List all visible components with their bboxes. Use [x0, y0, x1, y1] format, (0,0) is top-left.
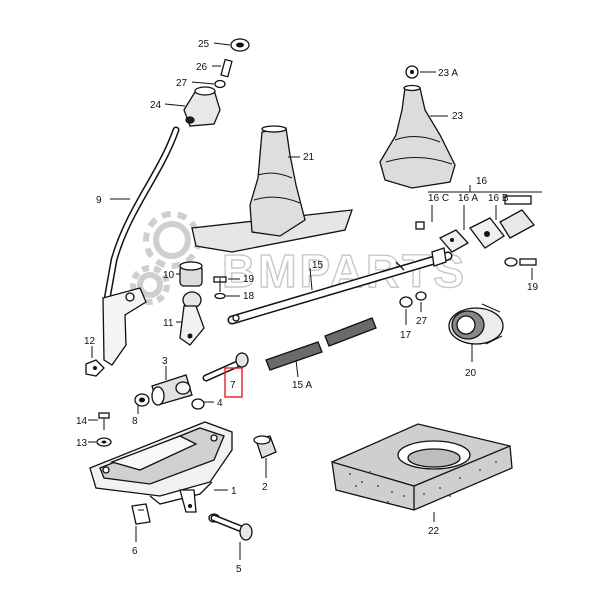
- gear-icon: [130, 211, 201, 305]
- part-27-washer-right[interactable]: [415, 291, 427, 301]
- part-16-coupling-group[interactable]: [415, 185, 542, 253]
- label-25: 25: [198, 39, 210, 50]
- part-10-bushing[interactable]: [179, 261, 203, 287]
- label-16c: 16 C: [428, 193, 449, 204]
- label-5: 5: [236, 564, 242, 575]
- label-18: 18: [243, 291, 255, 302]
- label-22: 22: [428, 526, 440, 537]
- part-2-plug[interactable]: [253, 435, 277, 459]
- label-16: 16: [476, 176, 488, 187]
- part-13-washer[interactable]: [96, 437, 112, 447]
- label-2: 2: [262, 482, 268, 493]
- label-13: 13: [76, 438, 88, 449]
- part-3-joint-block[interactable]: [151, 374, 193, 406]
- label-16b: 16 B: [488, 193, 509, 204]
- part-8-washer[interactable]: [134, 393, 150, 407]
- part-22-insulator[interactable]: [331, 423, 513, 511]
- label-7: 7: [230, 380, 236, 391]
- part-27-washer[interactable]: [214, 79, 226, 89]
- label-21: 21: [303, 152, 315, 163]
- part-6-clip[interactable]: [131, 503, 151, 525]
- part-14-bolt[interactable]: [98, 412, 110, 430]
- label-1: 1: [231, 486, 237, 497]
- part-7-bolt[interactable]: [202, 352, 249, 382]
- label-15: 15: [312, 260, 324, 271]
- label-26: 26: [196, 62, 208, 73]
- label-15a: 15 A: [292, 380, 312, 391]
- label-10: 10: [163, 270, 175, 281]
- part-5-pin[interactable]: [208, 513, 253, 541]
- part-19-screw-left[interactable]: [213, 276, 227, 292]
- part-1-housing[interactable]: [89, 421, 233, 513]
- part-19-screw-right[interactable]: [504, 257, 537, 267]
- label-12: 12: [84, 336, 96, 347]
- label-6: 6: [132, 546, 138, 557]
- part-23-boot[interactable]: [379, 84, 456, 189]
- part-23a-nut[interactable]: [405, 65, 419, 79]
- label-17: 17: [400, 330, 412, 341]
- label-8: 8: [132, 416, 138, 427]
- part-4-ring[interactable]: [191, 398, 205, 410]
- part-9-shift-lever[interactable]: [102, 126, 180, 366]
- part-26-screw[interactable]: [220, 58, 233, 78]
- part-15-shift-rod[interactable]: [227, 247, 453, 325]
- label-16a: 16 A: [458, 193, 478, 204]
- part-11-joint[interactable]: [179, 291, 205, 346]
- label-9: 9: [96, 195, 102, 206]
- part-20-rubber-mount[interactable]: [448, 303, 504, 345]
- label-23a: 23 A: [438, 68, 458, 79]
- part-12-nut[interactable]: [85, 359, 105, 377]
- label-24: 24: [150, 100, 162, 111]
- label-27-right: 27: [416, 316, 428, 327]
- label-3: 3: [162, 356, 168, 367]
- highlight-box-part-7: [224, 367, 243, 398]
- part-25-cap[interactable]: [230, 38, 250, 52]
- label-20: 20: [465, 368, 477, 379]
- label-19-left: 19: [243, 274, 255, 285]
- label-14: 14: [76, 416, 88, 427]
- part-15a-bushings[interactable]: [265, 317, 377, 371]
- label-23: 23: [452, 111, 464, 122]
- part-24-shift-knob[interactable]: [183, 86, 221, 127]
- label-19-right: 19: [527, 282, 539, 293]
- label-27-top: 27: [176, 78, 188, 89]
- label-11: 11: [163, 318, 174, 329]
- label-4: 4: [217, 398, 223, 409]
- part-21-boot-with-plate[interactable]: [191, 125, 353, 253]
- part-17-nut[interactable]: [399, 296, 413, 308]
- part-18-washer[interactable]: [214, 292, 226, 300]
